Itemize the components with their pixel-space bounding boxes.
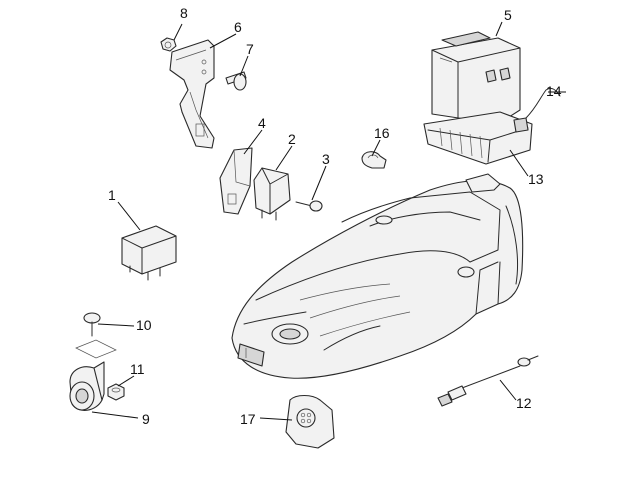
part-16-clip [361,151,387,169]
callout-10: 10 [136,317,152,333]
callout-5: 5 [504,7,512,23]
part-14-cable [525,87,561,119]
callout-1: 1 [108,187,116,203]
part-3-screw [295,200,323,212]
part-7-bolt [225,71,247,91]
callout-2: 2 [288,131,296,147]
callout-12: 12 [516,395,532,411]
leader-lines [91,21,566,421]
callout-4: 4 [258,115,266,131]
part-8-nut [160,37,177,52]
part-1-relay [121,225,177,281]
part-11-nut [107,383,125,401]
callout-11: 11 [130,361,145,377]
part-17-connector [285,394,335,449]
part-6-bracket [169,39,215,149]
part-5-battery [431,31,521,125]
callout-9: 9 [142,411,150,427]
callout-8: 8 [180,5,188,21]
callout-6: 6 [234,19,242,35]
part-9-horn [69,339,117,411]
underseat-compartment [231,173,524,379]
callout-3: 3 [322,151,330,167]
callout-7: 7 [246,41,254,57]
callout-16: 16 [374,125,390,141]
part-2-relay [253,167,291,221]
part-4-relay-bracket [219,147,253,215]
callout-numbers: 8 6 7 5 14 13 16 4 2 3 1 10 11 9 12 17 [108,5,562,427]
part-10-screw [83,312,101,337]
part-13-battery-tray [423,111,533,165]
callout-14: 14 [546,83,562,99]
callout-17: 17 [240,411,256,427]
part-12-sensor-wire [437,355,539,407]
callout-13: 13 [528,171,544,187]
